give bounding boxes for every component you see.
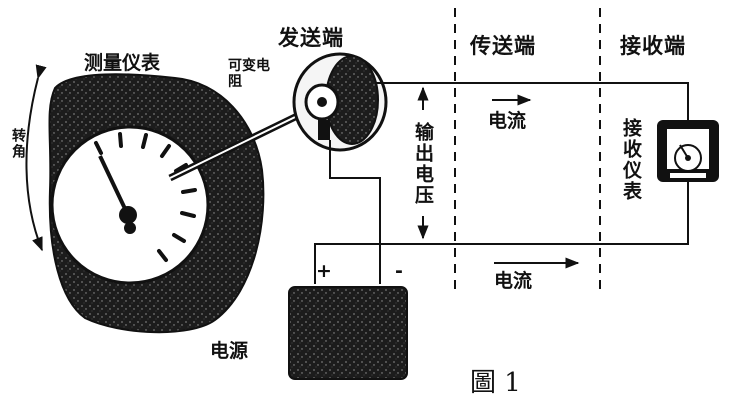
measuring-meter-label: 测量仪表 (84, 52, 161, 74)
plus-terminal-label: + (316, 260, 332, 282)
rotation-angle-arc (25, 64, 47, 252)
output-voltage-label: 输出电压 (412, 122, 434, 206)
circuit-wires (314, 82, 689, 284)
meter-dial-face (50, 125, 210, 285)
figure-caption: 圖 1 (470, 368, 521, 398)
rotation-angle-label: 转角 (10, 128, 26, 160)
variable-resistor (292, 52, 388, 152)
minus-terminal-label: - (395, 260, 403, 282)
receiving-meter-label: 接收仪表 (620, 118, 642, 202)
power-source (288, 286, 408, 380)
meter-hub (119, 206, 137, 224)
receive-end-label: 接收端 (620, 34, 686, 58)
receiving-meter (657, 120, 719, 182)
meter-dial-ticks (94, 132, 197, 262)
variable-resistor-label: 可变电阻 (228, 58, 270, 90)
current-top-label: 电流 (488, 110, 527, 132)
send-end-label: 发送端 (278, 26, 344, 50)
power-source-label: 电源 (210, 340, 249, 362)
meter-needle (98, 155, 130, 216)
measuring-meter (48, 73, 265, 334)
transmit-end-label: 传送端 (470, 34, 536, 58)
current-bottom-label: 电流 (494, 270, 533, 292)
